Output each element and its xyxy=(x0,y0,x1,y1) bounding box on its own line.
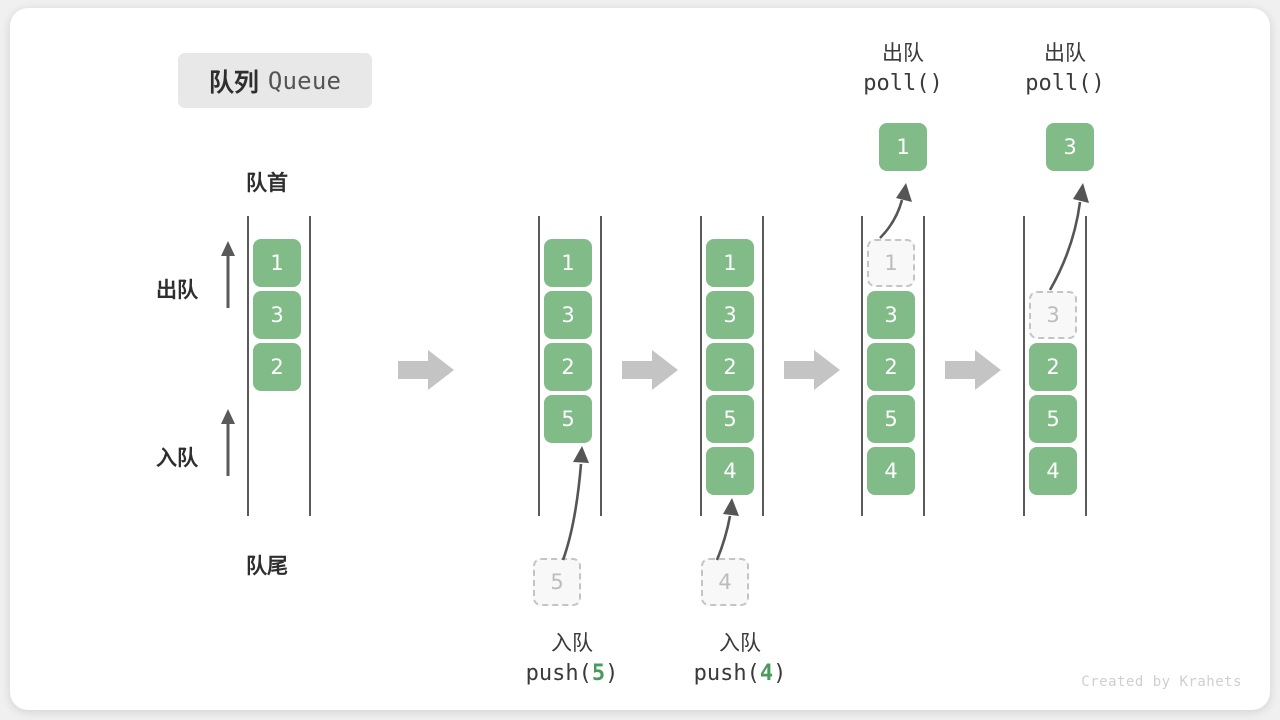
queue-cell: 2 xyxy=(1029,343,1077,391)
poll-1-code: poll() xyxy=(863,71,943,97)
queue-rail-right xyxy=(600,216,602,516)
transition-arrow-icon xyxy=(945,350,1001,390)
queue-cell-ghost: 1 xyxy=(867,239,915,287)
queue-cell-ghost: 3 xyxy=(1029,291,1077,339)
queue-cell: 2 xyxy=(253,343,301,391)
queue-cell: 1 xyxy=(253,239,301,287)
enqueue-direction-label: 入队 xyxy=(156,446,198,470)
poll-1-operation-label: 出队 poll() xyxy=(803,38,1003,100)
queue-cell: 5 xyxy=(544,395,592,443)
queue-cell: 5 xyxy=(867,395,915,443)
queue-rail-left xyxy=(247,216,249,516)
transition-arrow-icon xyxy=(398,350,454,390)
queue-cell: 3 xyxy=(867,291,915,339)
push-4-fn-open: push( xyxy=(693,661,760,687)
queue-head-label: 队首 xyxy=(246,171,288,195)
queue-cell: 4 xyxy=(1029,447,1077,495)
watermark: Created by Krahets xyxy=(1081,674,1242,690)
queue-rail-right xyxy=(1085,216,1087,516)
queue-cell: 1 xyxy=(544,239,592,287)
push-4-arg: 4 xyxy=(759,661,774,687)
enqueue-motion-arrow-icon xyxy=(715,498,739,561)
dequeue-motion-arrow-icon xyxy=(1048,183,1089,291)
diagram-card: 队列 Queue 队首 队尾 出队 入队 1 3 2 1 3 2 5 5 xyxy=(10,8,1270,710)
transition-arrow-icon xyxy=(622,350,678,390)
queue-cell: 5 xyxy=(706,395,754,443)
queue-cell: 2 xyxy=(706,343,754,391)
enqueue-motion-arrow-icon xyxy=(561,446,589,561)
push-5-operation-label: 入队 push(5) xyxy=(472,628,672,690)
push-4-code: push(4) xyxy=(640,658,840,690)
transition-arrow-icon xyxy=(784,350,840,390)
queue-rail-right xyxy=(762,216,764,516)
push-5-code: push(5) xyxy=(472,658,672,690)
push-5-cn: 入队 xyxy=(551,631,593,655)
popped-cell: 1 xyxy=(879,123,927,171)
push-4-cn: 入队 xyxy=(719,631,761,655)
poll-1-cn: 出队 xyxy=(882,41,924,65)
queue-tail-label: 队尾 xyxy=(246,554,288,578)
queue-rail-left xyxy=(538,216,540,516)
diagram-title: 队列 Queue xyxy=(178,53,372,108)
dequeue-direction-label: 出队 xyxy=(156,278,198,302)
poll-2-cn: 出队 xyxy=(1044,41,1086,65)
queue-rail-left xyxy=(1023,216,1025,516)
incoming-ghost-cell: 5 xyxy=(533,558,581,606)
queue-cell: 2 xyxy=(544,343,592,391)
poll-2-operation-label: 出队 poll() xyxy=(965,38,1165,100)
dequeue-direction-arrow-icon xyxy=(221,241,235,308)
queue-cell: 4 xyxy=(867,447,915,495)
queue-rail-right xyxy=(309,216,311,516)
push-5-fn-close: ) xyxy=(605,661,619,687)
queue-cell: 3 xyxy=(253,291,301,339)
dequeue-motion-arrow-icon xyxy=(879,183,912,239)
push-5-fn-open: push( xyxy=(525,661,592,687)
incoming-ghost-cell: 4 xyxy=(701,558,749,606)
enqueue-direction-arrow-icon xyxy=(221,409,235,476)
poll-2-code: poll() xyxy=(1025,71,1105,97)
queue-cell: 1 xyxy=(706,239,754,287)
queue-rail-left xyxy=(700,216,702,516)
push-4-fn-close: ) xyxy=(773,661,787,687)
queue-cell: 4 xyxy=(706,447,754,495)
queue-cell: 2 xyxy=(867,343,915,391)
push-5-arg: 5 xyxy=(591,661,606,687)
title-english: Queue xyxy=(267,66,342,95)
queue-cell: 3 xyxy=(544,291,592,339)
queue-cell: 5 xyxy=(1029,395,1077,443)
push-4-operation-label: 入队 push(4) xyxy=(640,628,840,690)
popped-cell: 3 xyxy=(1046,123,1094,171)
queue-cell: 3 xyxy=(706,291,754,339)
title-chinese: 队列 xyxy=(208,67,259,97)
queue-rail-right xyxy=(923,216,925,516)
queue-rail-left xyxy=(861,216,863,516)
